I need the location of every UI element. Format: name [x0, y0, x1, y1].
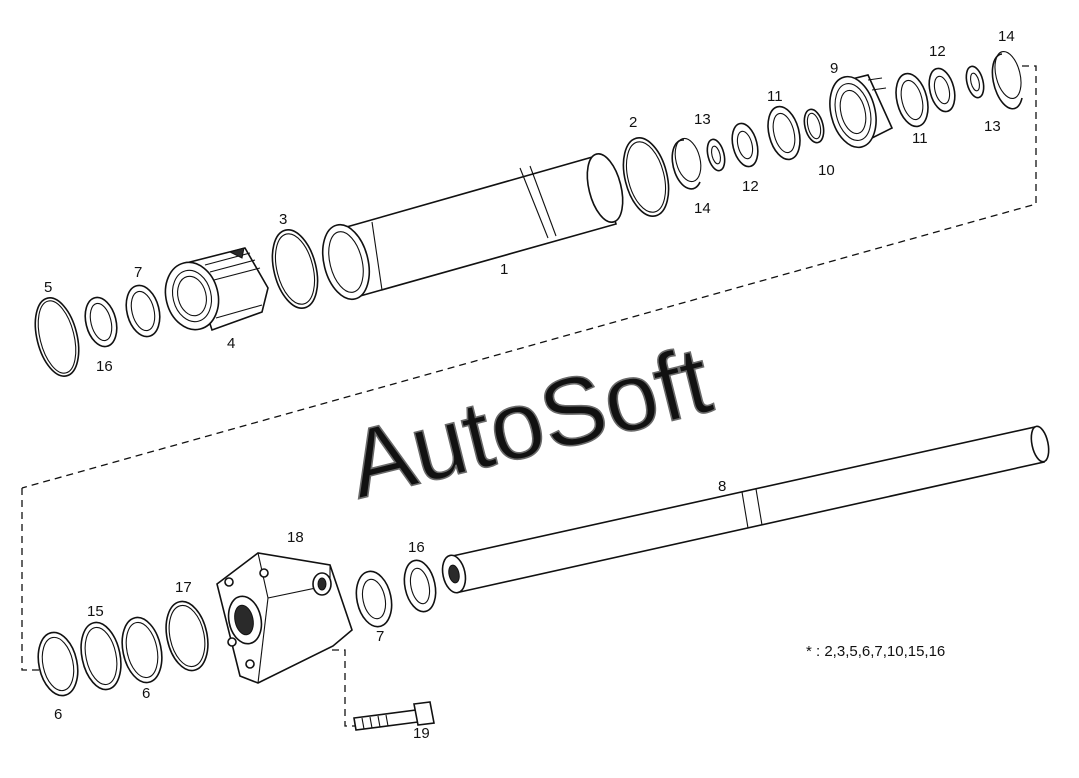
part-11-seal-a — [767, 105, 801, 161]
part-10-o-ring — [803, 108, 825, 144]
part-15-ring — [80, 621, 122, 691]
callout-10: 10 — [818, 162, 835, 179]
callout-18: 18 — [287, 529, 304, 546]
callout-15: 15 — [87, 603, 104, 620]
assembly-guide-bolt — [332, 649, 360, 727]
part-2-o-ring — [622, 137, 670, 217]
callout-6-middle: 6 — [142, 685, 150, 702]
part-7-seal-upper — [125, 284, 161, 338]
callout-14-right: 14 — [998, 28, 1015, 45]
callout-5: 5 — [44, 279, 52, 296]
callout-3: 3 — [279, 211, 287, 228]
callout-11-left: 11 — [767, 88, 783, 105]
callout-labels: 1 2 3 4 5 16 7 13 14 11 12 10 9 11 12 13… — [44, 28, 1015, 742]
callout-7-upper: 7 — [134, 264, 142, 281]
callout-16-upper: 16 — [96, 358, 113, 375]
callout-6-left: 6 — [54, 706, 62, 723]
part-13-washer-b — [965, 65, 985, 99]
callout-19: 19 — [413, 725, 430, 742]
part-7-seal-lower — [355, 570, 393, 628]
part-19-bolt — [353, 701, 435, 731]
callout-2: 2 — [629, 114, 637, 131]
part-3-o-ring — [271, 229, 319, 309]
callout-12-left: 12 — [742, 178, 759, 195]
part-1-cylinder-tube — [321, 153, 624, 301]
part-12-ring-b — [928, 67, 956, 113]
callout-9: 9 — [830, 60, 838, 77]
part-14-snap-ring-b — [991, 50, 1023, 110]
part-12-ring-a — [731, 122, 759, 168]
callout-16-lower: 16 — [408, 539, 425, 556]
callout-8: 8 — [718, 478, 726, 495]
watermark-autosoft: AutoSoft — [338, 326, 721, 519]
part-8-piston-rod — [441, 425, 1050, 594]
part-18-mounting-block — [216, 552, 353, 684]
callout-14-left: 14 — [694, 200, 711, 217]
part-6-ring-left — [37, 631, 79, 697]
part-13-washer-a — [706, 138, 726, 172]
assembly-guide-left — [21, 488, 44, 671]
callout-7-lower: 7 — [376, 628, 384, 645]
callout-12-right: 12 — [929, 43, 946, 60]
callout-13-left: 13 — [694, 111, 711, 128]
part-6-ring-middle — [121, 616, 163, 684]
part-17-o-ring — [165, 600, 209, 672]
callout-13-right: 13 — [984, 118, 1001, 135]
footnote-kit-parts: * : 2,3,5,6,7,10,15,16 — [806, 643, 945, 660]
assembly-guide-upper — [21, 65, 1037, 489]
callout-4: 4 — [227, 335, 235, 352]
part-4-gland-nut — [164, 247, 269, 332]
part-5-o-ring — [34, 297, 80, 377]
callout-17: 17 — [175, 579, 192, 596]
part-14-snap-ring-a — [671, 137, 702, 190]
part-16-ring-lower — [403, 559, 437, 613]
part-9-piston — [829, 74, 894, 149]
part-11-seal-b — [895, 72, 929, 128]
part-16-ring-upper — [84, 296, 118, 348]
callout-11-right: 11 — [912, 130, 928, 147]
callout-1: 1 — [500, 261, 508, 278]
